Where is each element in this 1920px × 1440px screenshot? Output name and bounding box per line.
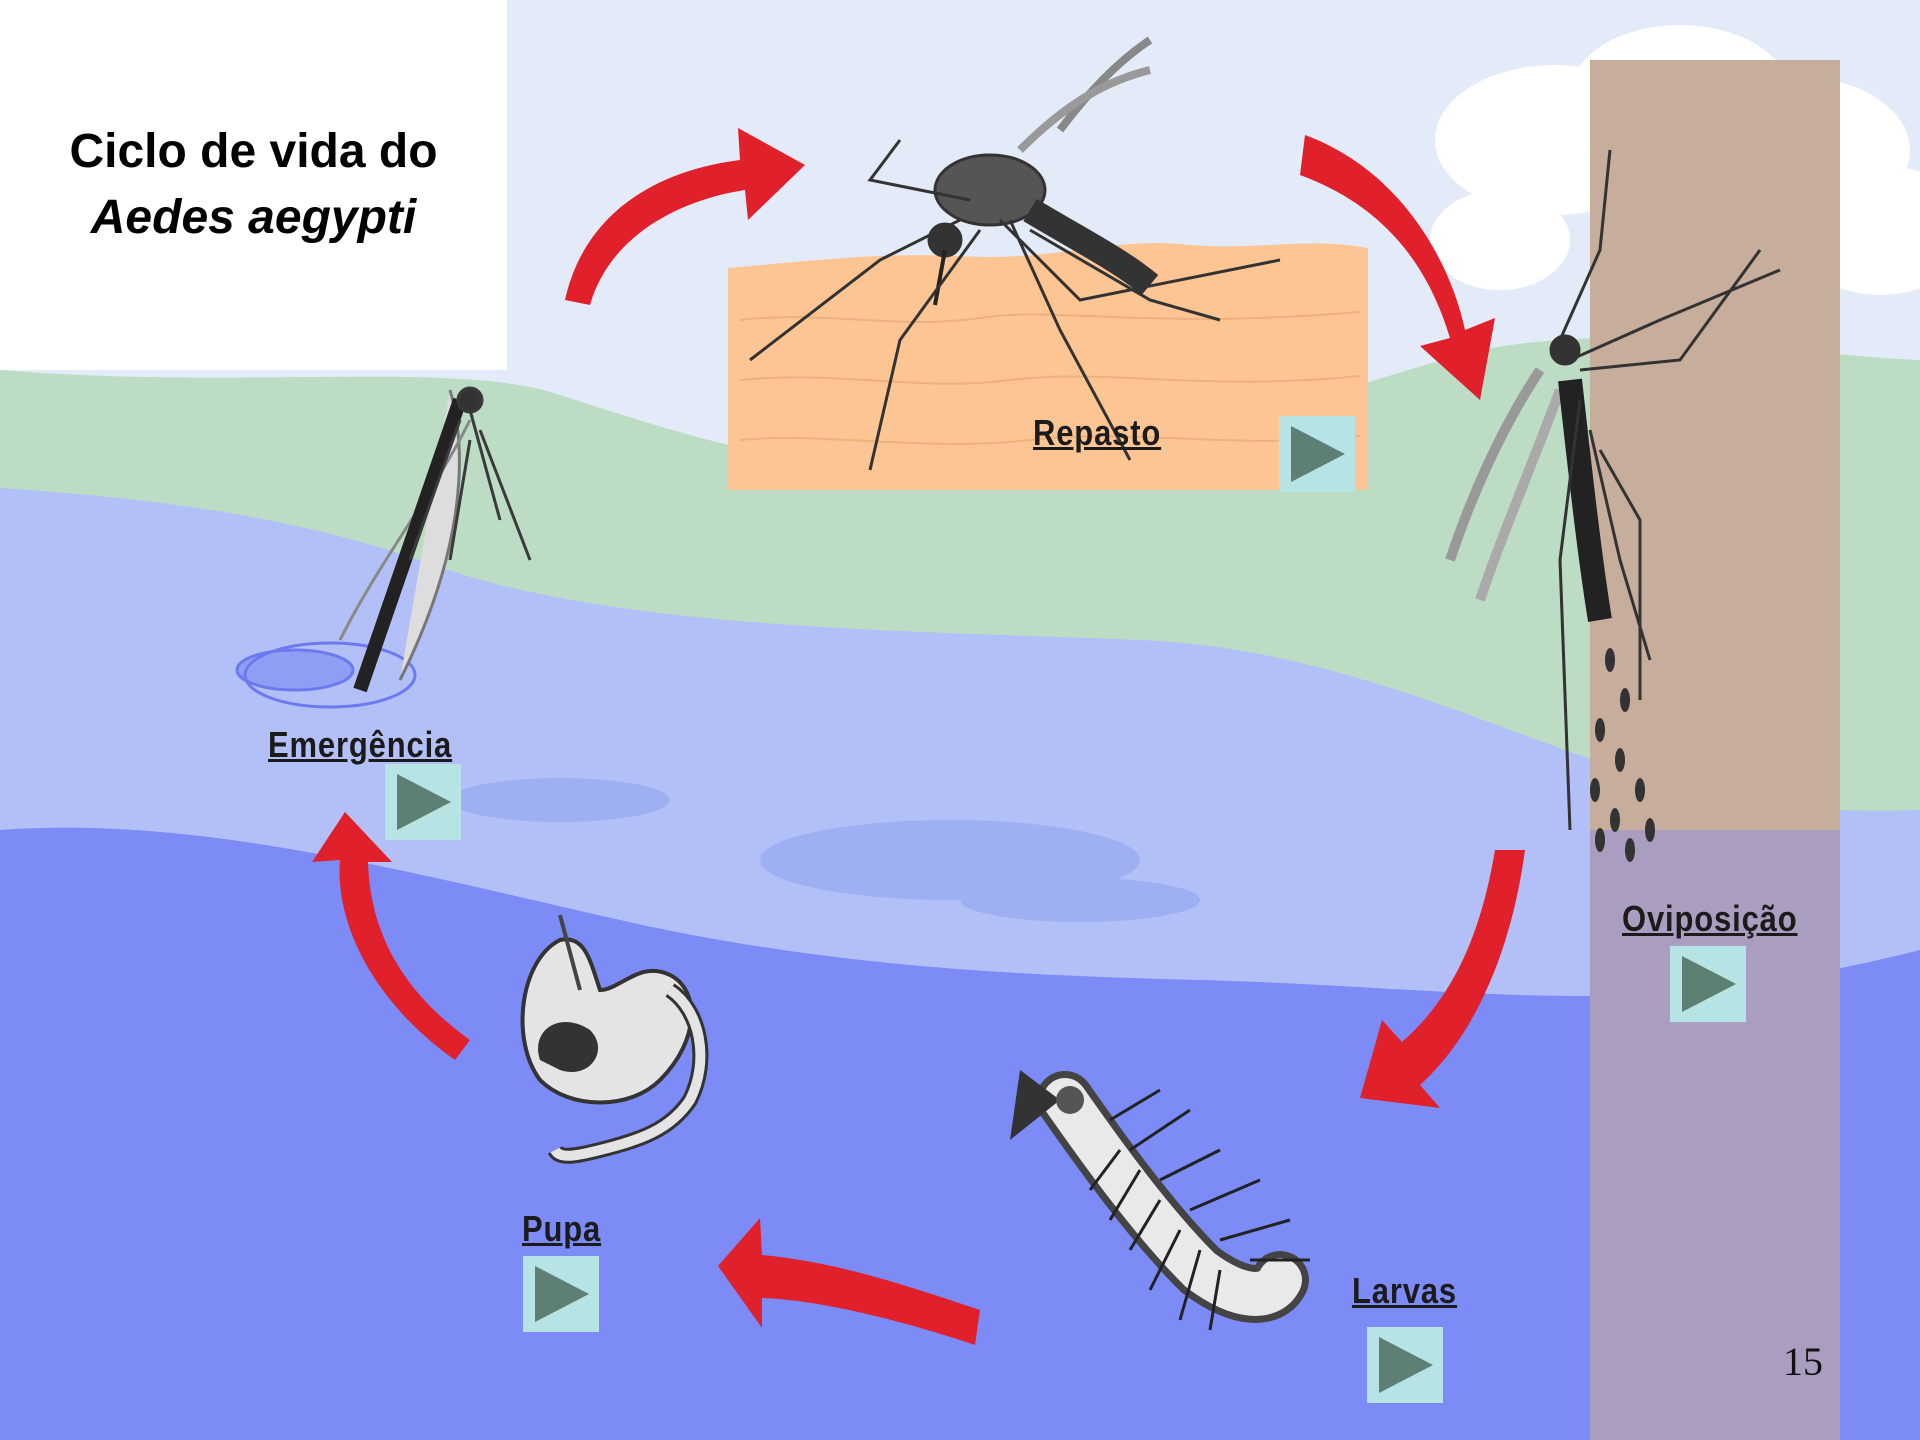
play-icon: [1279, 416, 1355, 492]
species-name: Aedes aegypti: [0, 190, 507, 246]
label-emergencia: Emergência: [268, 724, 452, 766]
page-number: 15: [1783, 1338, 1823, 1385]
play-button-pupa[interactable]: [523, 1256, 599, 1332]
play-button-repasto[interactable]: [1279, 416, 1355, 492]
title-panel: Ciclo de vida do Aedes aegypti: [0, 0, 507, 370]
play-button-larvas[interactable]: [1367, 1327, 1443, 1403]
play-icon: [385, 764, 461, 840]
play-button-oviposicao[interactable]: [1670, 946, 1746, 1022]
slide-title: Ciclo de vida do: [0, 124, 507, 180]
play-icon: [523, 1256, 599, 1332]
play-icon: [1670, 946, 1746, 1022]
play-icon: [1367, 1327, 1443, 1403]
label-repasto: Repasto: [1033, 412, 1161, 454]
label-larvas: Larvas: [1352, 1270, 1457, 1312]
play-button-emergencia[interactable]: [385, 764, 461, 840]
label-pupa: Pupa: [522, 1208, 601, 1250]
label-oviposicao: Oviposição: [1622, 898, 1797, 940]
